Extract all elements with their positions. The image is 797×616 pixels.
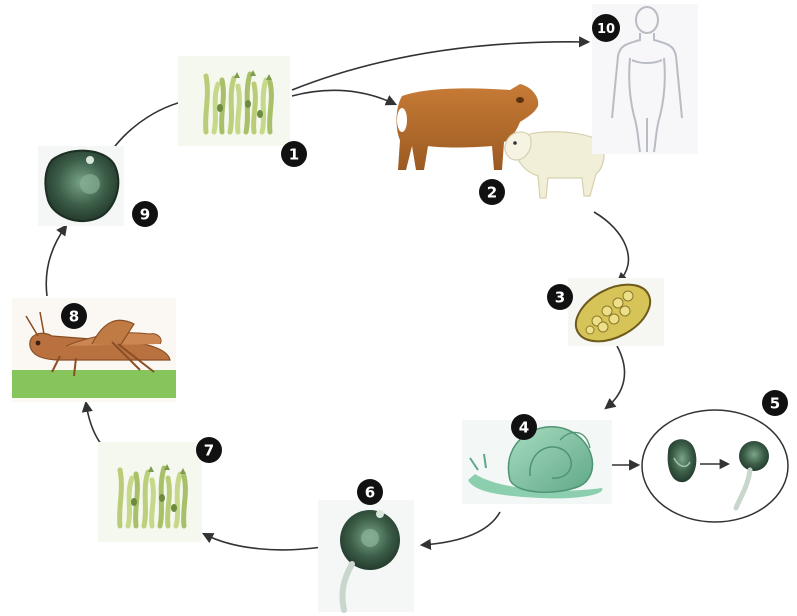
stage-7-grass (98, 442, 202, 542)
badge-3-number: 3 (555, 289, 565, 307)
arrow-8-to-9 (46, 226, 66, 296)
arrow-3-to-4 (606, 346, 625, 408)
stage-4-snail (462, 420, 612, 504)
badge-2: 2 (479, 179, 505, 205)
badge-1: 1 (281, 141, 307, 167)
badge-3: 3 (547, 284, 573, 310)
stage-3-egg (566, 273, 664, 353)
stage-1-grass (178, 56, 290, 146)
stage-8-grasshopper (12, 298, 176, 402)
badge-10: 10 (592, 14, 620, 42)
badge-6-number: 6 (365, 484, 375, 502)
badge-5-number: 5 (770, 395, 780, 413)
arrow-1-to-2 (292, 90, 395, 104)
arrow-2-to-3 (594, 212, 628, 282)
badge-8: 8 (61, 303, 87, 329)
stage-2-cow-and-sheep (397, 84, 604, 198)
arrow-1-to-10 (292, 42, 588, 90)
stage-5-sporocyst-to-cercaria (642, 410, 788, 522)
badge-9: 9 (132, 201, 158, 227)
badge-9-number: 9 (140, 206, 150, 224)
badge-6: 6 (357, 479, 383, 505)
badge-1-number: 1 (289, 146, 299, 164)
sheep (505, 132, 604, 198)
badge-4-number: 4 (519, 419, 529, 437)
badge-5: 5 (762, 390, 788, 416)
arrow-4-to-6 (422, 512, 500, 545)
badge-10-number: 10 (597, 22, 615, 37)
badge-8-number: 8 (69, 308, 79, 326)
badge-2-number: 2 (487, 184, 497, 202)
stage-9-metacercaria (38, 146, 124, 226)
arrow-6-to-7 (204, 534, 322, 550)
badge-7-number: 7 (204, 442, 214, 460)
stage-6-cercaria (318, 500, 414, 612)
badge-4: 4 (511, 414, 537, 440)
badge-7: 7 (196, 437, 222, 463)
